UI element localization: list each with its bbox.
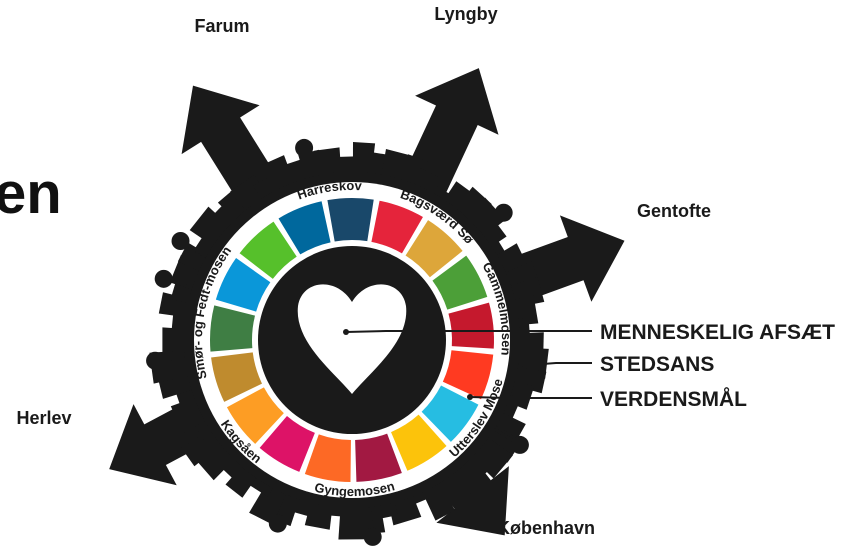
goal-segment bbox=[391, 414, 447, 471]
city-label: Herlev bbox=[16, 408, 71, 428]
heart-icon bbox=[297, 284, 407, 394]
pin-icon bbox=[510, 435, 529, 454]
pin-icon bbox=[171, 232, 190, 250]
skyline-block bbox=[399, 154, 429, 190]
location-pins bbox=[146, 138, 529, 546]
goal-segment bbox=[448, 302, 494, 349]
legend-label: MENNESKELIG AFSÆT bbox=[600, 321, 835, 344]
pin-icon bbox=[494, 203, 513, 222]
goal-segment bbox=[239, 221, 297, 279]
skyline-silhouette bbox=[149, 142, 549, 540]
goal-segment bbox=[304, 434, 351, 482]
skyline-block bbox=[249, 480, 288, 525]
goal-segment bbox=[278, 201, 331, 255]
city-label: Lyngby bbox=[434, 4, 497, 24]
pin-icon bbox=[268, 514, 287, 533]
goal-segment bbox=[432, 255, 488, 310]
goal-segment bbox=[211, 352, 263, 402]
legend: MENNESKELIG AFSÆT STEDSANS VERDENSMÅL bbox=[600, 321, 835, 411]
goal-segment bbox=[405, 220, 463, 278]
goal-segment bbox=[421, 385, 479, 442]
goal-segment bbox=[209, 305, 256, 352]
pin-icon bbox=[146, 351, 165, 370]
skyline-block bbox=[181, 427, 224, 467]
goal-segment bbox=[226, 387, 284, 444]
skyline-block bbox=[331, 156, 360, 177]
legend-label: STEDSANS bbox=[600, 353, 714, 376]
city-label: Farum bbox=[194, 16, 249, 36]
skyline-block bbox=[420, 480, 456, 521]
city-label: Gentofte bbox=[637, 201, 711, 221]
goal-segment bbox=[355, 433, 402, 482]
goal-color-ring bbox=[209, 197, 494, 482]
place-name: Gyngemosen bbox=[313, 478, 396, 499]
goal-segment bbox=[371, 200, 423, 254]
leader-line bbox=[345, 330, 592, 333]
goal-segment bbox=[215, 258, 271, 312]
city-label: København bbox=[497, 518, 595, 538]
leader-line bbox=[469, 396, 592, 399]
legend-leader-lines bbox=[343, 329, 592, 400]
goal-segment bbox=[442, 350, 494, 400]
pin-icon bbox=[295, 138, 314, 157]
legend-label: VERDENSMÅL bbox=[600, 387, 747, 411]
leader-line bbox=[515, 362, 592, 367]
pin-icon bbox=[154, 269, 173, 288]
goal-segment bbox=[259, 415, 315, 472]
page-heading-fragment: en bbox=[0, 161, 62, 226]
goal-segment bbox=[327, 197, 374, 242]
pin-icon bbox=[363, 527, 382, 546]
